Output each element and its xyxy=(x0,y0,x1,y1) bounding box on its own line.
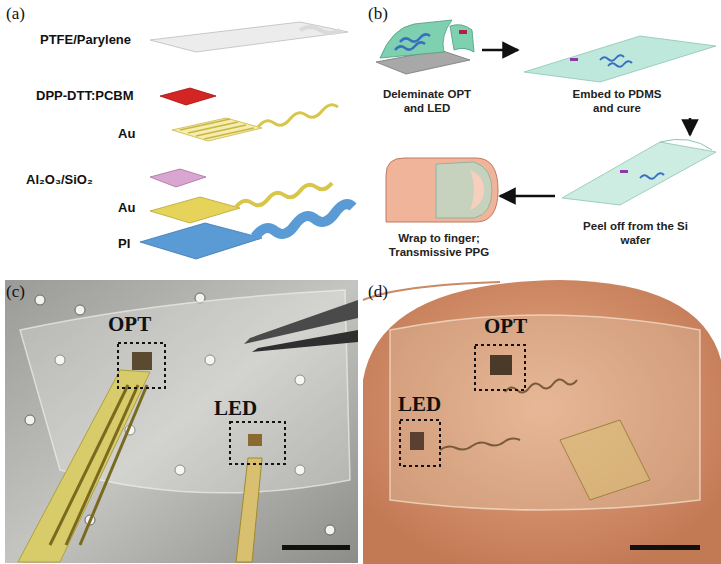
flow-arrow xyxy=(689,118,692,135)
device-label: LED xyxy=(214,396,257,421)
layer-name: PI xyxy=(118,236,130,251)
panel-letter: (b) xyxy=(368,4,388,24)
step-caption: Wrap to finger; Transmissive PPG xyxy=(380,232,498,262)
panel-letter: (d) xyxy=(368,282,388,302)
device-label: OPT xyxy=(484,314,527,339)
finger-photo xyxy=(363,280,721,564)
process-sketches xyxy=(376,20,716,222)
layer-name: PTFE/Parylene xyxy=(40,32,131,47)
step-caption: Peel off from the Si wafer xyxy=(576,220,696,250)
panel-letter: (c) xyxy=(6,282,25,302)
layer-name: Au xyxy=(118,200,135,215)
panel-letter: (a) xyxy=(6,4,25,24)
layer-name: Au xyxy=(118,126,135,141)
process-step: Embed to PDMS and cure xyxy=(518,22,716,118)
flow-arrow xyxy=(500,195,555,198)
step-caption: Embed to PDMS and cure xyxy=(565,88,669,118)
device-label: OPT xyxy=(108,312,151,337)
device-label: LED xyxy=(398,392,441,417)
process-step: Peel off from the Si wafer xyxy=(555,135,716,250)
layer-name: Al₂O₃/SiO₂ xyxy=(26,172,93,187)
device-photo xyxy=(5,280,358,563)
layer-name: DPP-DTT:PCBM xyxy=(36,88,134,103)
process-step: Deleminate OPT and LED xyxy=(372,18,482,118)
process-step: Wrap to finger; Transmissive PPG xyxy=(378,150,500,262)
step-caption: Deleminate OPT and LED xyxy=(375,88,479,118)
layer-stack xyxy=(140,22,353,259)
flow-arrow xyxy=(482,49,518,52)
